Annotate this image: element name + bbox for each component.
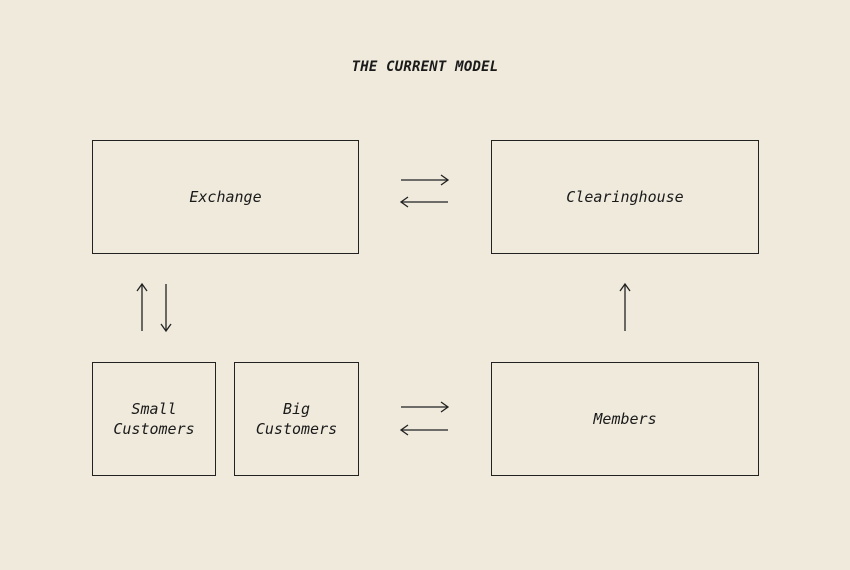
clearinghouse-to-exchange-arrow (399, 196, 448, 208)
members-label: Members (593, 410, 657, 428)
customers-to-members-arrow (401, 401, 450, 413)
small-customers-box: Small Customers (92, 362, 216, 476)
clearinghouse-box: Clearinghouse (491, 140, 759, 254)
exchange-label: Exchange (189, 188, 262, 206)
small-customers-label: Small Customers (113, 400, 195, 438)
members-to-customers-arrow (399, 424, 448, 436)
clearinghouse-label: Clearinghouse (566, 188, 684, 206)
exchange-to-customers-arrow (160, 284, 172, 333)
customers-to-exchange-arrow (136, 282, 148, 331)
members-to-clearinghouse-arrow (619, 282, 631, 331)
exchange-to-clearinghouse-arrow (401, 174, 450, 186)
members-box: Members (491, 362, 759, 476)
big-customers-label: Big Customers (255, 400, 338, 438)
diagram-title: THE CURRENT MODEL (351, 59, 499, 75)
exchange-box: Exchange (92, 140, 359, 254)
big-customers-box: Big Customers (234, 362, 359, 476)
